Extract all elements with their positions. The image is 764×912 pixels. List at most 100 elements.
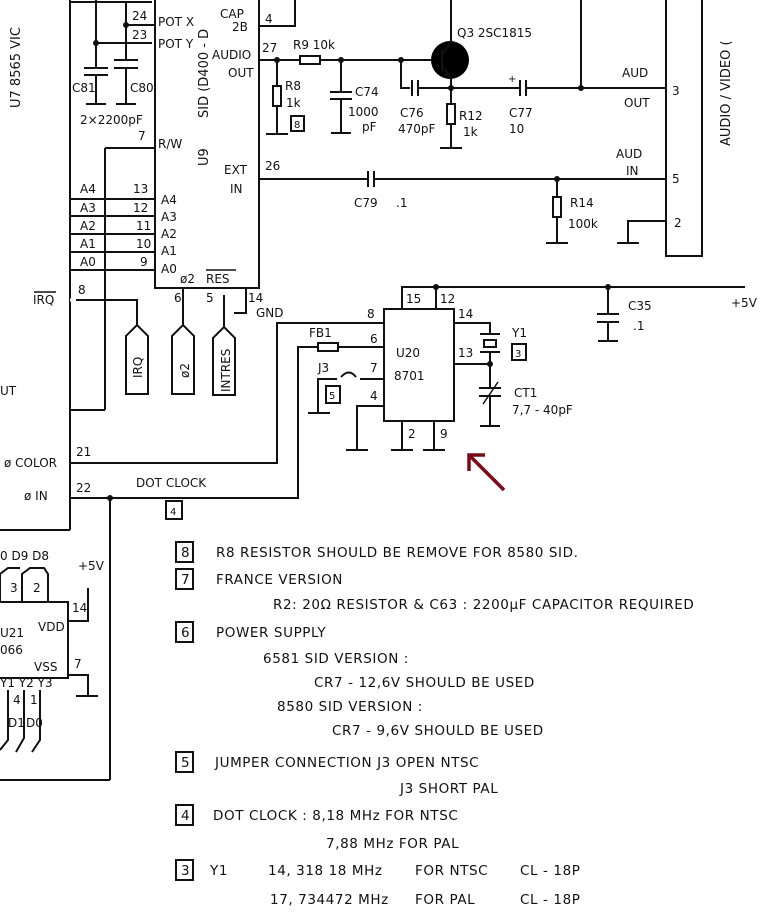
note-line: 7,88 MHz FOR PAL [326, 836, 459, 852]
cap-sub: 2B [232, 20, 248, 34]
ext-in-label: IN [230, 182, 243, 196]
note-line: CL - 18P [520, 892, 581, 908]
c81-label: C81 [72, 81, 96, 95]
u20-pin-7: 7 [370, 361, 378, 375]
note-tag: 4 [181, 808, 190, 824]
c77-polarity: + [508, 74, 516, 85]
note-line: CR7 - 9,6V SHOULD BE USED [332, 723, 544, 739]
note-line: JUMPER CONNECTION J3 OPEN NTSC [214, 755, 479, 771]
audio-out-num: 27 [262, 41, 277, 55]
note-line: DOT CLOCK : 8,18 MHz FOR NTSC [213, 808, 458, 824]
c76-label: C76 [400, 106, 424, 120]
u20-ref: U20 [396, 346, 420, 360]
ct1-value: 7,7 - 40pF [512, 403, 573, 417]
r8-label: R8 [285, 79, 301, 93]
ct1-label: CT1 [514, 386, 537, 400]
c74-unit: pF [362, 120, 377, 134]
r9-label: R9 10k [293, 38, 335, 52]
c80-c81-value: 2×2200pF [80, 113, 143, 127]
c77-value: 10 [509, 122, 524, 136]
net-tags: IRQ ø2 INTRES [76, 288, 236, 396]
sid-pin-a2: A2 [161, 227, 177, 241]
u21-vcc: +5V [78, 559, 105, 573]
u21-pin-1: 1 [30, 693, 38, 707]
irq-pin-label: IRQ [33, 293, 54, 307]
audio-out-label: AUDIO [212, 48, 251, 62]
c77-label: C77 [509, 106, 533, 120]
rw-num: 7 [138, 129, 146, 143]
addr-bus-a0: A0 [80, 255, 96, 269]
aud-in-pin: 5 [672, 172, 680, 186]
y1-note-tag: 3 [515, 349, 521, 360]
rw-label: R/W [158, 137, 182, 151]
u20-pin-9: 9 [440, 427, 448, 441]
r14-label: R14 [570, 196, 594, 210]
c76-value: 470pF [398, 122, 436, 136]
q3-transistor [431, 41, 469, 79]
note-line: CR7 - 12,6V SHOULD BE USED [314, 675, 535, 691]
ext-num: 26 [265, 159, 280, 173]
phi-in-pin-label: ø IN [24, 489, 48, 503]
j3-note-tag: 5 [329, 391, 335, 402]
sid-pin-a3: A3 [161, 210, 177, 224]
note-tag: 6 [181, 625, 190, 641]
audio-out-label-2: OUT [228, 66, 254, 80]
sid-pin-a4: A4 [161, 193, 177, 207]
u21-pin-3: 3 [10, 581, 18, 595]
j3-label: J3 [317, 361, 329, 375]
vcc-label: +5V [731, 296, 758, 310]
res-pin-label: RES [206, 272, 230, 286]
note-line: FRANCE VERSION [216, 572, 343, 588]
u21-vdd: VDD [38, 620, 65, 634]
addr-num-13: 13 [133, 182, 148, 196]
notes: 8 R8 RESISTOR SHOULD BE REMOVE FOR 8580 … [175, 541, 694, 908]
note-line: 17, 734472 MHz [270, 892, 389, 908]
gnd-pin-num: 14 [248, 291, 263, 305]
u20-pin-8: 8 [367, 307, 375, 321]
r12-label: R12 [459, 109, 483, 123]
u21-vss: VSS [34, 660, 57, 674]
gnd-pin: 2 [674, 216, 682, 230]
aud-out-pin: 3 [672, 84, 680, 98]
vic-label: U7 8565 VIC [9, 27, 24, 108]
c79-label: C79 [354, 196, 378, 210]
u21-ref: U21 [0, 626, 24, 640]
potx-num: 24 [132, 9, 147, 23]
q3-label: Q3 2SC1815 [457, 26, 532, 40]
sid-pin-a0: A0 [161, 262, 177, 276]
note-line: R8 RESISTOR SHOULD BE REMOVE FOR 8580 SI… [216, 545, 579, 561]
note-line: FOR NTSC [415, 863, 488, 879]
u21-pin-2: 2 [33, 581, 41, 595]
gnd-pin-label: GND [256, 306, 284, 320]
r8-value: 1k [286, 96, 301, 110]
note-tag: 7 [181, 572, 190, 588]
net-tag-intres: INTRES [219, 349, 233, 392]
u21-part: 066 [0, 643, 23, 657]
u21-d1: D1 [8, 716, 25, 730]
u21-chip: 0 D9 D8 3 2 U21 066 VDD VSS Y1 Y2 Y3 +5V… [0, 549, 110, 781]
aud-in-label-2: IN [626, 164, 639, 178]
u20-pin-4: 4 [370, 389, 378, 403]
phi-in-pin-num: 22 [76, 481, 91, 495]
note-tag: 8 [181, 545, 190, 561]
note-3: 3 Y1 14, 318 18 MHz FOR NTSC CL - 18P 17… [175, 859, 581, 908]
sid-chip: SID (D400 - D U9 24 POT X 23 POT Y CAP 2… [70, 0, 296, 411]
ext-label: EXT [224, 163, 248, 177]
note-tag: 3 [181, 863, 190, 879]
ext-in-circuit: C79 .1 R14 100k AUD IN [259, 147, 666, 244]
addr-bus-a4: A4 [80, 182, 96, 196]
phi2-pin-label: ø2 [180, 272, 195, 286]
c35-label: C35 [628, 299, 652, 313]
sid-name: SID (D400 - D [197, 29, 212, 118]
aud-out-label-2: OUT [624, 96, 650, 110]
net-tag-phi2: ø2 [178, 363, 192, 378]
poty-label: POT Y [158, 37, 194, 51]
addr-num-10: 10 [136, 237, 151, 251]
note-line: CL - 18P [520, 863, 581, 879]
note-5: 5 JUMPER CONNECTION J3 OPEN NTSC J3 SHOR… [175, 751, 498, 797]
c35-value: .1 [633, 319, 644, 333]
note-6: 6 POWER SUPPLY 6581 SID VERSION : CR7 - … [175, 621, 544, 739]
note-line: POWER SUPPLY [216, 625, 326, 641]
cap-num: 4 [265, 12, 273, 26]
